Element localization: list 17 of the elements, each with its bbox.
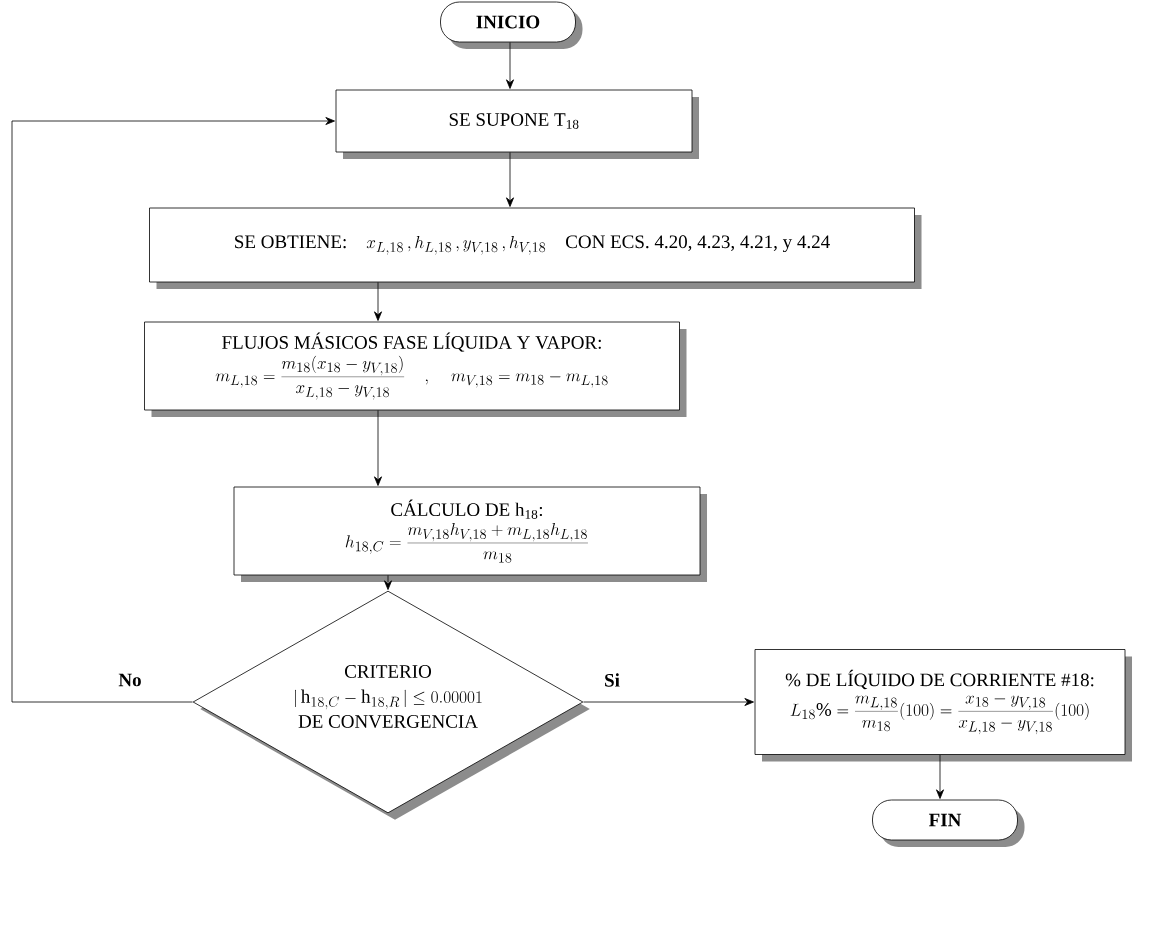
arrow	[384, 575, 392, 590]
start-terminal: INICIO	[440, 1, 583, 49]
process-box: CÁLCULO DE h$_{18}$: $h_{18,C}=\frac{m_{V,18}h_{V,18}+m_{L,18}h_{L,18}}{m_{18}}$	[233, 486, 707, 582]
arrow	[936, 754, 944, 799]
arrow	[506, 42, 514, 89]
edge-label: No	[116, 671, 144, 689]
edge-label: Si	[602, 671, 622, 689]
arrow	[374, 282, 382, 321]
arrow	[374, 410, 382, 486]
arrow	[506, 152, 514, 207]
arrow	[11, 117, 335, 703]
process-box: SE OBTIENE: $x_{L,18}\,, h_{L,18}\,, y_{V,18}\,, h_{V,18}$ CON ECS. 4.20, 4.23, 4.21, y 4.24	[149, 207, 922, 289]
end-terminal: FIN	[872, 799, 1025, 847]
process-box: FLUJOS MÁSICOS FASE LÍQUIDA Y VAPOR: $m_{L,18}=\frac{m_{18}(x_{18}-y_{V,18})}{x_{L,18}-y_{V,18}}\quad,\quad m_{V,18}=m_{18}-m_{L,18}$	[144, 321, 687, 417]
arrow	[583, 698, 754, 706]
process-box: % DE LÍQUIDO DE CORRIENTE #18: $L_{18}\%=\frac{m_{L,18}}{m_{18}}(100)=\frac{x_{18}-y_{V,18}}{x_{L,18}-y_{V,18}}(100)$	[754, 649, 1132, 762]
process-box: SE SUPONE T$_{18}$	[335, 89, 699, 159]
